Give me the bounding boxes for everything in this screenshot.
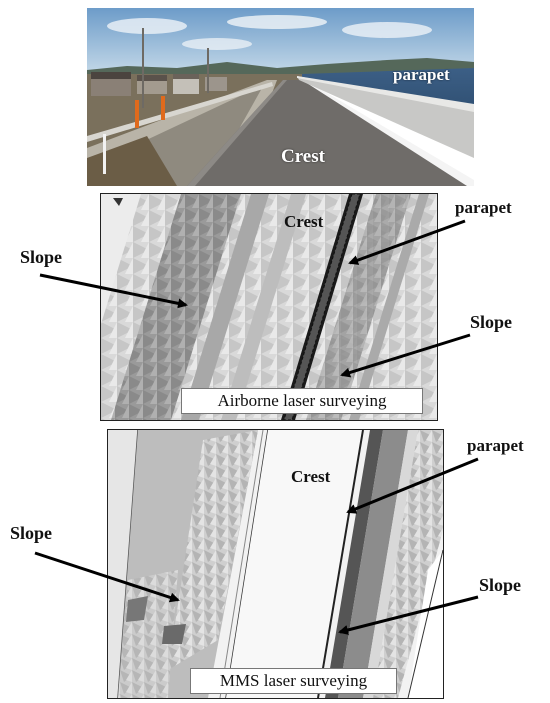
mms-slope-left-label: Slope [10, 523, 53, 543]
airborne-slope-left-label: Slope [20, 247, 63, 267]
mms-parapet-label: parapet [467, 436, 524, 455]
photo-crest-label: Crest [281, 146, 325, 167]
mms-crest-label: Crest [291, 467, 331, 486]
airborne-scan-art [101, 194, 437, 420]
mms-scan-image [107, 429, 444, 699]
embankment-photo [87, 8, 474, 186]
airborne-scan-image [100, 193, 438, 421]
mms-slope-right-label: Slope [479, 575, 522, 595]
airborne-parapet-label: parapet [455, 198, 512, 217]
airborne-crest-label: Crest [284, 212, 324, 231]
mms-scan-art [108, 430, 443, 698]
airborne-caption: Airborne laser surveying [181, 388, 423, 414]
photo-parapet-label: parapet [393, 65, 450, 84]
embankment-photo-art [87, 8, 474, 186]
mms-caption: MMS laser surveying [190, 668, 397, 694]
airborne-slope-right-label: Slope [470, 312, 513, 332]
